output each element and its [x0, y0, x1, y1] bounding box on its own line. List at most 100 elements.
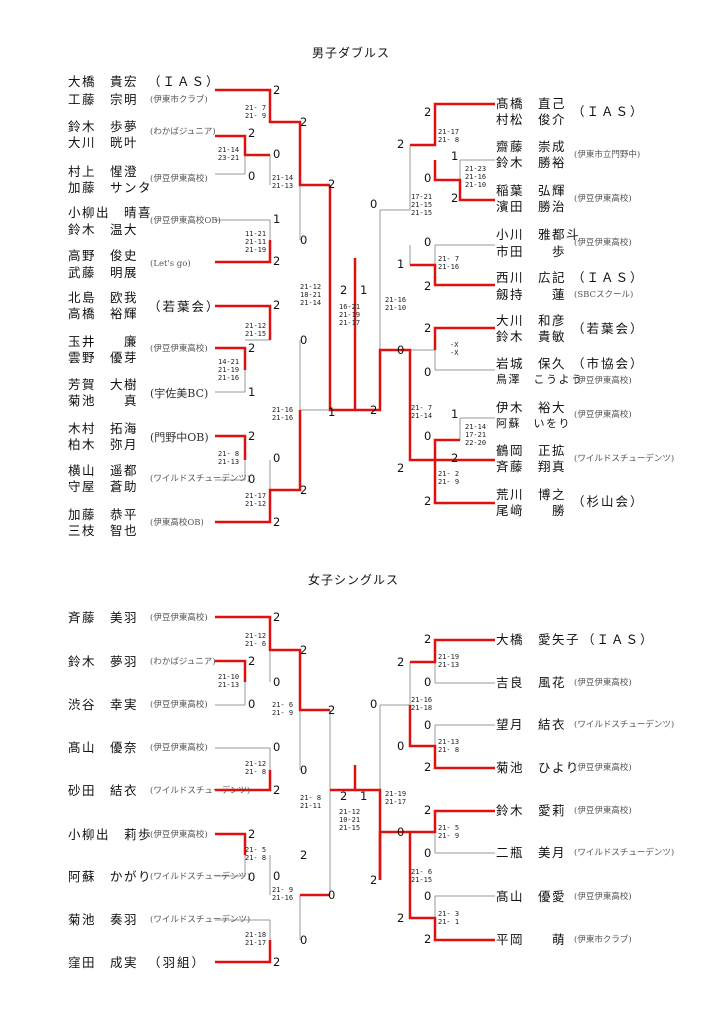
- md-score: 0: [424, 171, 432, 185]
- md-game-score: 21-14 17-21 22-20: [465, 423, 487, 447]
- ws-score: 2: [300, 848, 308, 862]
- md-pair-19-club: (伊豆伊東高校): [574, 410, 632, 420]
- ws-score: 0: [300, 933, 308, 947]
- ws-player-2: 鈴木 夢羽: [68, 654, 139, 669]
- md-pair-4-p2: 鈴木 温大: [68, 222, 139, 237]
- md-score: 1: [451, 149, 459, 163]
- ws-score: 0: [300, 763, 308, 777]
- md-score: 2: [300, 115, 308, 129]
- md-score: 2: [248, 341, 256, 355]
- md-pair-14-p2: 濱田 勝治: [496, 199, 567, 214]
- ws-player-10: 大橋 愛矢子: [496, 632, 581, 647]
- ws-player-3-club: (伊豆伊東高校): [150, 700, 208, 710]
- md-score: 2: [273, 254, 281, 268]
- ws-score: 2: [300, 643, 308, 657]
- md-game-score: -X -X: [450, 341, 459, 357]
- ws-score: 2: [340, 789, 348, 803]
- md-score: 0: [424, 429, 432, 443]
- ws-player-17: 平岡 萌: [496, 932, 567, 947]
- md-score: 0: [273, 147, 281, 161]
- ws-score: 0: [397, 739, 405, 753]
- ws-player-16: 髙山 優愛: [496, 889, 567, 904]
- md-score: 2: [328, 177, 336, 191]
- md-game-score: 21- 7 21- 9: [245, 104, 267, 120]
- md-pair-16-club2: (SBCスクール): [574, 290, 634, 300]
- ws-player-12-club: (ワイルドスチューデンツ): [574, 720, 675, 730]
- md-pair-1-p1: 大橋 貴宏: [68, 74, 139, 89]
- md-game-score: 21-14 23-21: [218, 146, 240, 162]
- ws-player-17-club: (伊東市クラブ): [574, 935, 632, 945]
- md-game-score: 21-23 21-16 21-10: [465, 165, 487, 189]
- md-game-score: 21-12 18-21 21-14: [300, 283, 322, 307]
- md-game-score: 21-17 21-12: [245, 492, 267, 508]
- ws-player-12: 望月 結衣: [496, 717, 567, 732]
- ws-score: 0: [397, 825, 405, 839]
- ws-score: 0: [424, 889, 432, 903]
- md-score: 0: [300, 333, 308, 347]
- ws-game-score: 21-18 21-17: [245, 931, 267, 947]
- ws-game-score: 21- 6 21-15: [411, 868, 433, 884]
- md-pair-16-p1: 西川 広記: [496, 270, 567, 285]
- ws-game-score: 21- 3 21- 1: [438, 910, 460, 926]
- md-game-score: 21- 8 21-13: [218, 450, 240, 466]
- ws-game-score: 21-16 21-18: [411, 696, 433, 712]
- md-pair-10-p1: 横山 遥都: [68, 463, 139, 478]
- md-pair-18-p1: 岩城 保久: [496, 356, 567, 371]
- ws-player-15-club: (ワイルドスチューデンツ): [574, 848, 675, 858]
- ws-player-10-club: （ＩＡＳ）: [582, 632, 655, 647]
- md-pair-20-club: (ワイルドスチューデンツ): [574, 454, 675, 464]
- md-score: 2: [451, 451, 459, 465]
- md-pair-9-club: (門野中OB): [150, 431, 209, 444]
- ws-player-3: 渋谷 幸実: [68, 697, 139, 712]
- md-pair-17-club: （若葉会）: [572, 321, 645, 336]
- md-pair-11-club: (伊東高校OB): [150, 518, 204, 528]
- ws-player-14-club: (伊豆伊東高校): [574, 806, 632, 816]
- ws-score: 2: [273, 610, 281, 624]
- md-score: 2: [273, 83, 281, 97]
- ws-player-14: 鈴木 愛莉: [496, 803, 567, 818]
- md-score: 0: [424, 365, 432, 379]
- md-pair-6-club: （若葉会）: [148, 299, 221, 314]
- ws-player-7-club: (ワイルドスチューデンツ): [150, 872, 251, 882]
- md-pair-16-p2: 劔持 蓮: [496, 287, 567, 302]
- ws-game-score: 21- 9 21-16: [272, 886, 294, 902]
- ws-player-16-club: (伊豆伊東高校): [574, 892, 632, 902]
- ws-player-6: 小柳出 莉歩: [68, 827, 153, 842]
- ws-score: 0: [424, 846, 432, 860]
- md-pair-8-p1: 芳賀 大樹: [68, 377, 139, 392]
- md-score: 2: [273, 298, 281, 312]
- md-pair-19-p2: 阿蘇 いをり: [496, 417, 571, 430]
- md-pair-7-club: (伊豆伊東高校): [150, 344, 208, 354]
- md-score: 2: [340, 283, 348, 297]
- ws-game-score: 21-12 21- 6: [245, 632, 267, 648]
- md-pair-8-p2: 菊池 真: [68, 393, 139, 408]
- md-game-score: 21-12 21-15: [245, 322, 267, 338]
- md-pair-4-p1: 小柳出 晴喜: [68, 205, 153, 220]
- md-score: 2: [424, 105, 432, 119]
- md-pair-1-club: （ＩＡＳ）: [148, 74, 221, 89]
- md-pair-13-p1: 齋藤 崇成: [496, 139, 567, 154]
- md-pair-15-p2: 市田 歩: [496, 244, 567, 259]
- ws-score: 0: [424, 718, 432, 732]
- md-pair-2-p2: 大川 晄叶: [68, 135, 139, 150]
- md-pair-21-p1: 荒川 博之: [496, 487, 567, 502]
- md-score: 1: [360, 283, 368, 297]
- ws-score: 0: [273, 675, 281, 689]
- md-score: 1: [248, 385, 256, 399]
- ws-score: 2: [397, 655, 405, 669]
- ws-score: 2: [424, 760, 432, 774]
- md-pair-1-p2: 工藤 宗明: [68, 92, 139, 107]
- ws-score: 0: [424, 675, 432, 689]
- md-pair-4-club: (伊豆伊東高校OB): [150, 216, 221, 226]
- ws-score: 2: [424, 632, 432, 646]
- md-score: 2: [451, 191, 459, 205]
- ws-score: 2: [248, 654, 256, 668]
- ws-game-score: 21- 8 21-11: [300, 794, 322, 810]
- md-pair-12-p2: 村松 俊介: [496, 112, 567, 127]
- md-score: 2: [248, 429, 256, 443]
- ws-score: 2: [424, 803, 432, 817]
- mens-doubles-title: 男子ダブルス: [312, 46, 391, 60]
- ws-score: 0: [248, 870, 256, 884]
- md-game-score: 21-14 21-13: [272, 174, 294, 190]
